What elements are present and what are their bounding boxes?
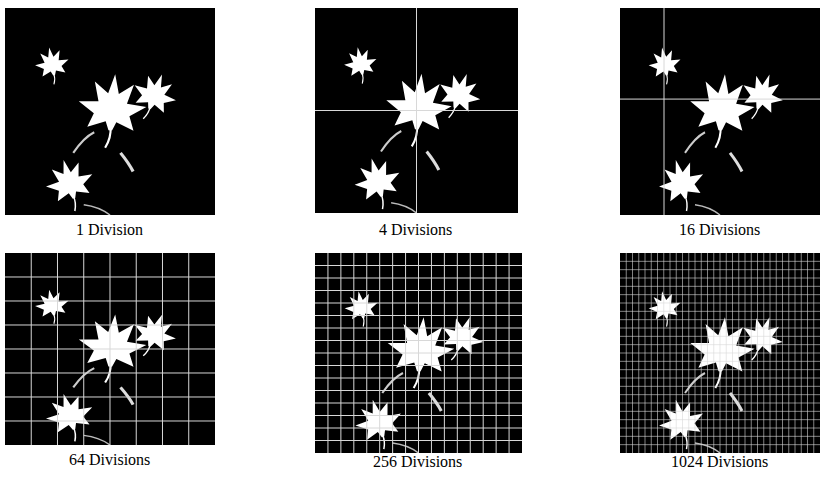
division-caption: 64 Divisions bbox=[69, 451, 150, 469]
leaf-image-panel bbox=[5, 253, 215, 445]
division-caption: 1024 Divisions bbox=[671, 453, 768, 471]
division-caption: 256 Divisions bbox=[373, 453, 462, 471]
leaf-image-panel bbox=[620, 253, 820, 453]
leaf-image-panel bbox=[315, 8, 518, 213]
division-caption: 4 Divisions bbox=[379, 221, 452, 239]
leaf-image-panel bbox=[315, 253, 522, 453]
division-caption: 1 Division bbox=[76, 221, 143, 239]
leaf-image-panel bbox=[620, 8, 820, 215]
leaf-image-panel bbox=[5, 8, 215, 215]
division-caption: 16 Divisions bbox=[679, 221, 760, 239]
